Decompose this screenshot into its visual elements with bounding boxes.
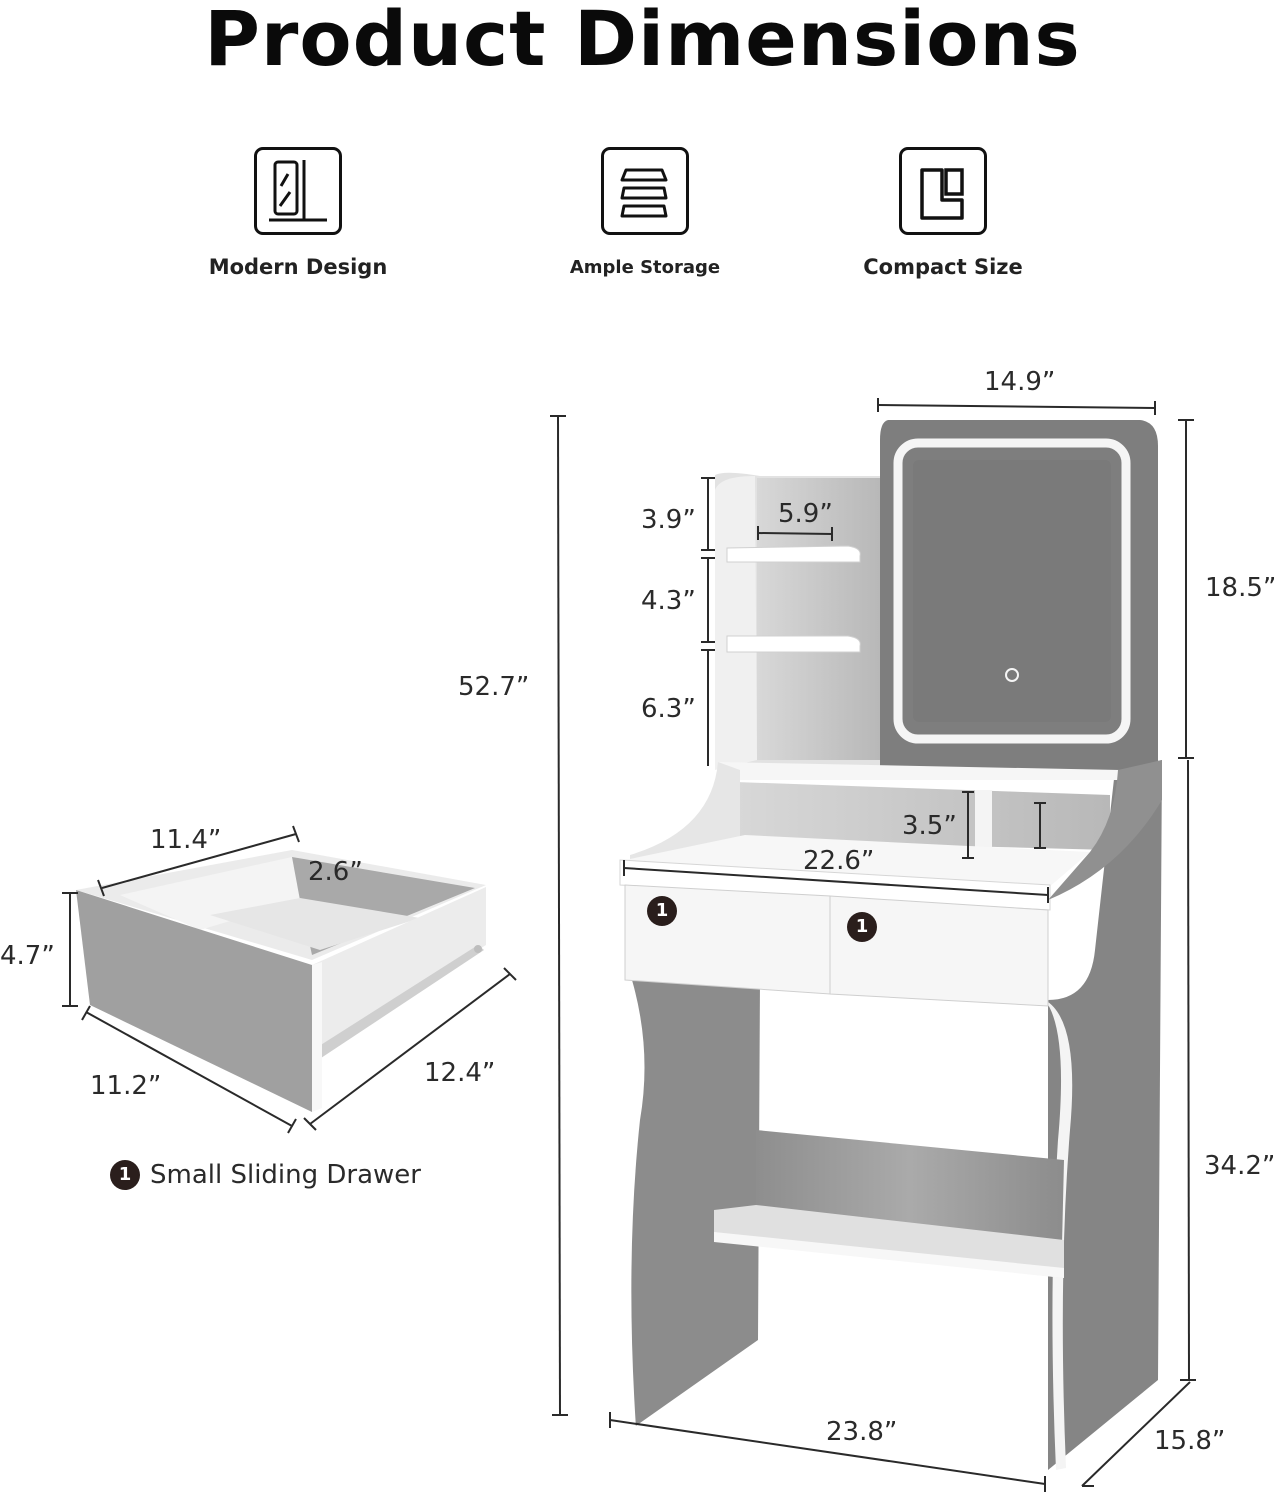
feature-compact-size: Compact Size xyxy=(838,147,1048,279)
legend-badge: 1 xyxy=(110,1160,140,1190)
base-depth-label: 15.8” xyxy=(1154,1426,1226,1456)
stacked-shelves-icon xyxy=(601,147,689,235)
table-height-label: 34.2” xyxy=(1204,1151,1276,1181)
legend-small-sliding-drawer: 1 Small Sliding Drawer xyxy=(110,1160,421,1190)
shelf-1-height-label: 3.9” xyxy=(641,505,696,535)
page-title: Product Dimensions xyxy=(204,0,1081,83)
shelf-2-height-label: 4.3” xyxy=(641,586,696,616)
drawer-top-width-label: 11.4” xyxy=(150,825,222,855)
feature-label: Compact Size xyxy=(863,255,1023,279)
mirror-width-label: 14.9” xyxy=(984,367,1056,397)
drawer-length-label: 12.4” xyxy=(424,1058,496,1088)
shelf-width-label: 5.9” xyxy=(778,499,833,529)
shelf-3-height-label: 6.3” xyxy=(641,694,696,724)
drawer-badge: 1 xyxy=(847,912,877,942)
overall-height-label: 52.7” xyxy=(458,672,530,702)
feature-label: Ample Storage xyxy=(569,257,721,278)
drawer-inner-depth-label: 2.6” xyxy=(308,857,363,887)
mirror-icon xyxy=(254,147,342,235)
cubby-height-label: 3.5” xyxy=(902,811,957,841)
compact-layout-icon xyxy=(899,147,987,235)
feature-modern-design: Modern Design xyxy=(198,147,398,279)
base-width-label: 23.8” xyxy=(826,1417,898,1447)
legend-label: Small Sliding Drawer xyxy=(150,1160,421,1190)
drawer-front-width-label: 11.2” xyxy=(90,1071,162,1101)
drawer-badge: 1 xyxy=(647,896,677,926)
feature-ample-storage: Ample Storage xyxy=(545,147,745,278)
desktop-width-label: 22.6” xyxy=(803,846,875,876)
drawer-height-label: 4.7” xyxy=(0,941,55,971)
mirror-height-label: 18.5” xyxy=(1205,573,1277,603)
feature-label: Modern Design xyxy=(208,255,388,279)
